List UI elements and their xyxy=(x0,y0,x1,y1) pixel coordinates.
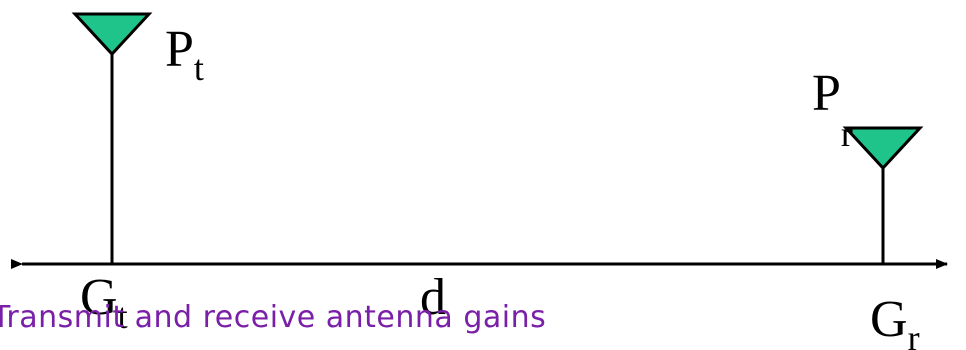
receive-power-subscript: r xyxy=(841,114,853,154)
receive-antenna xyxy=(842,126,924,264)
transmit-antenna xyxy=(71,12,153,264)
transmit-gain-subscript: t xyxy=(118,296,128,336)
transmit-power-subscript: t xyxy=(194,48,204,88)
transmit-power-label: Pt xyxy=(165,21,204,88)
transmit-gain-label: Gt xyxy=(80,269,128,336)
receive-gain-label: Gr xyxy=(870,291,920,350)
receive-antenna-icon xyxy=(842,126,924,171)
receive-gain-subscript: r xyxy=(908,318,920,350)
transmit-antenna-icon xyxy=(71,12,153,57)
caption-text: Transmit and receive antenna gains xyxy=(0,300,547,335)
distance-label: d xyxy=(420,269,446,326)
receive-power-label: Pr xyxy=(812,65,853,154)
